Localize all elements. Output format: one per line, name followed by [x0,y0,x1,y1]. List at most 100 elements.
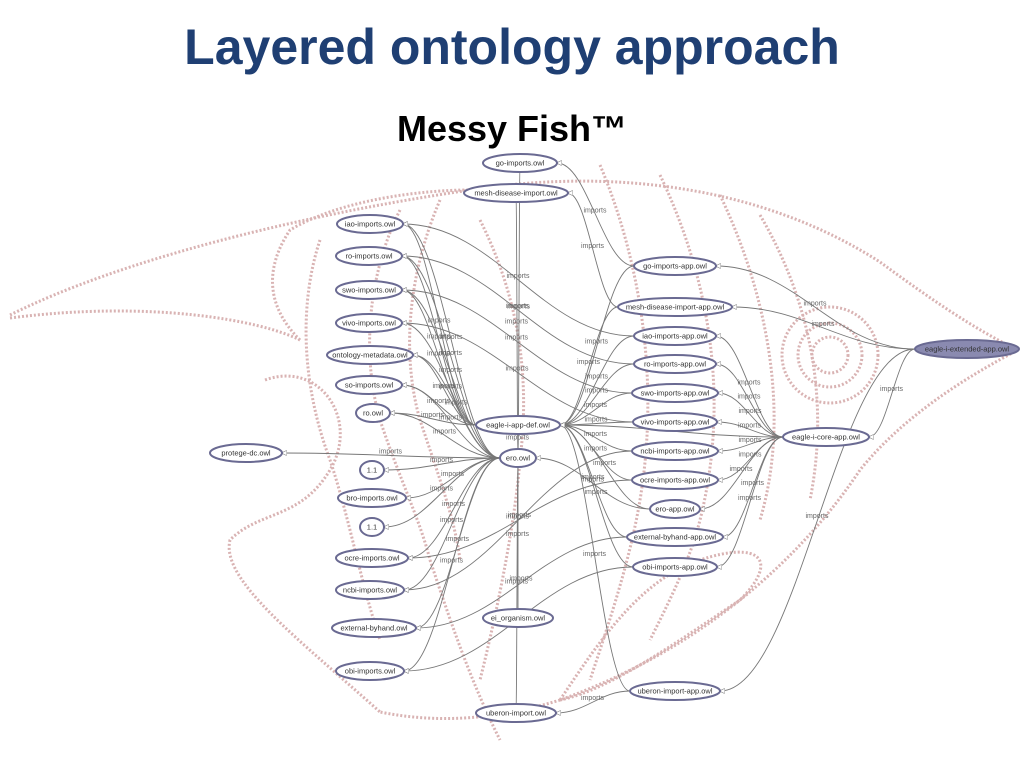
edge-ro_imports_app-ro_imports [402,256,635,365]
node-ero-app[interactable]: ero-app.owl [649,499,701,519]
node-label: ncbi-imports.owl [343,586,398,595]
node-external-byhand-app[interactable]: external-byhand-app.owl [626,527,724,547]
node-ellipse [631,470,719,490]
node-obi-imports[interactable]: obi-imports.owl [335,661,405,681]
edge-label: imports [439,415,462,422]
edge-label: imports [812,321,835,328]
node-label: swo-imports-app.owl [641,389,710,398]
node-ocre-imports[interactable]: ocre-imports.owl [335,548,409,568]
node-uberon-import[interactable]: uberon-import.owl [475,703,557,723]
edge-ero-uberon_import [516,457,518,713]
edge-go_imports_app-go_imports [557,163,635,267]
edge-ero-v1a [384,457,501,470]
node-ontology-metadata[interactable]: ontology-metadata.owl [326,345,414,365]
node-vivo-imports[interactable]: vivo-imports.owl [335,313,403,333]
slide-title: Layered ontology approach [184,19,840,75]
node-ellipse [475,415,561,435]
fish-outline [9,164,1019,741]
node-external-byhand[interactable]: external-byhand.owl [331,618,417,638]
edge-label: imports [585,388,608,395]
edge-eagle_extended_app-eagle_core_app [869,348,916,437]
edge-eagle_extended_app-uberon_import_app [720,348,916,691]
edge-label: imports [583,551,606,558]
node-go-imports[interactable]: go-imports.owl [482,153,558,173]
node-ro-imports[interactable]: ro-imports.owl [335,246,403,266]
edge-eagle_core_app-ro_imports_app [716,364,784,438]
edge-eagle_core_app-ero_app [700,436,784,509]
edge-uberon_import_app-uberon_import [556,690,631,713]
node-eagle-extended-app[interactable]: eagle-i-extended-app.owl [914,339,1020,359]
edge-label: imports [439,384,462,391]
node-ellipse [499,448,537,468]
edge-label: imports [739,452,762,459]
edge-ero-swo_imports [402,290,501,459]
edge-label: imports [584,446,607,453]
node-ellipse [617,297,733,317]
node-iao-imports[interactable]: iao-imports.owl [336,214,404,234]
edge-label: imports [428,318,451,325]
edge-label: imports [379,449,402,456]
node-ellipse [482,608,554,628]
node-vivo-imports-app[interactable]: vivo-imports-app.owl [632,412,718,432]
node-ero[interactable]: ero.owl [499,448,537,468]
edge-label: imports [585,417,608,424]
node-label: ontology-metadata.owl [332,351,408,360]
edge-label: imports [738,423,761,430]
node-ei-organism[interactable]: ei_organism.owl [482,608,554,628]
node-v1b[interactable]: 1.1 [359,517,385,537]
edge-label: imports [741,480,764,487]
edge-eagle_app_def-iao_imports [403,224,477,426]
node-mesh-disease-import-app[interactable]: mesh-disease-import-app.owl [617,297,733,317]
edge-label: imports [421,412,444,419]
node-ellipse [633,354,717,374]
node-ro-imports-app[interactable]: ro-imports-app.owl [633,354,717,374]
edge-label: imports [440,558,463,565]
edge-ero-so_imports [402,385,501,459]
edge-obi_imports_app-eagle_app_def [560,425,634,568]
node-eagle-app-def[interactable]: eagle-i-app-def.owl [475,415,561,435]
node-protege-dc[interactable]: protege-dc.owl [209,443,283,463]
edge-label: imports [585,374,608,381]
node-ncbi-imports-app[interactable]: ncbi-imports-app.owl [631,441,719,461]
node-obi-imports-app[interactable]: obi-imports-app.owl [632,557,718,577]
edge-external_byhand_app-external_byhand [416,536,628,628]
node-label: eagle-i-core-app.owl [792,433,860,442]
node-swo-imports-app[interactable]: swo-imports-app.owl [631,383,719,403]
node-iao-imports-app[interactable]: iao-imports-app.owl [633,326,717,346]
edge-label: imports [506,531,529,538]
edge-swo_imports_app-eagle_app_def [560,392,633,425]
node-uberon-import-app[interactable]: uberon-import-app.owl [629,681,721,701]
node-ocre-imports-app[interactable]: ocre-imports-app.owl [631,470,719,490]
node-v1a[interactable]: 1.1 [359,460,385,480]
node-so-imports[interactable]: so-imports.owl [335,375,403,395]
node-label: vivo-imports-app.owl [641,418,710,427]
edge-ero-ocre_imports [408,457,501,558]
node-eagle-core-app[interactable]: eagle-i-core-app.owl [782,427,870,447]
node-ncbi-imports[interactable]: ncbi-imports.owl [335,580,405,600]
edge-label: imports [439,350,462,357]
node-ellipse [463,183,569,203]
slide-subtitle: Messy Fish™ [396,108,628,149]
node-go-imports-app[interactable]: go-imports-app.owl [633,256,717,276]
edge-ero-ontology_metadata [413,355,501,459]
edge-label: imports [582,474,605,481]
node-swo-imports[interactable]: swo-imports.owl [335,280,403,300]
node-ellipse [632,557,718,577]
edge-label: imports [510,576,533,583]
edge-eagle_app_def-ontology_metadata [413,355,477,426]
edge-eagle_extended_app-mesh_disease_import_app [732,307,916,350]
node-bro-imports[interactable]: bro-imports.owl [337,488,407,508]
edge-label: imports [880,386,903,393]
edge-label: imports [581,695,604,702]
node-mesh-disease-import[interactable]: mesh-disease-import.owl [463,183,569,203]
node-label: ero.owl [506,454,531,463]
edge-ero-iao_imports [403,224,501,459]
node-ellipse [335,280,403,300]
edge-label: imports [445,400,468,407]
edge-label: imports [584,431,607,438]
edge-label: imports [584,402,607,409]
node-ro[interactable]: ro.owl [355,403,391,423]
edge-ero-vivo_imports [402,323,501,459]
node-label: so-imports.owl [345,381,394,390]
node-label: ro-imports.owl [345,252,392,261]
